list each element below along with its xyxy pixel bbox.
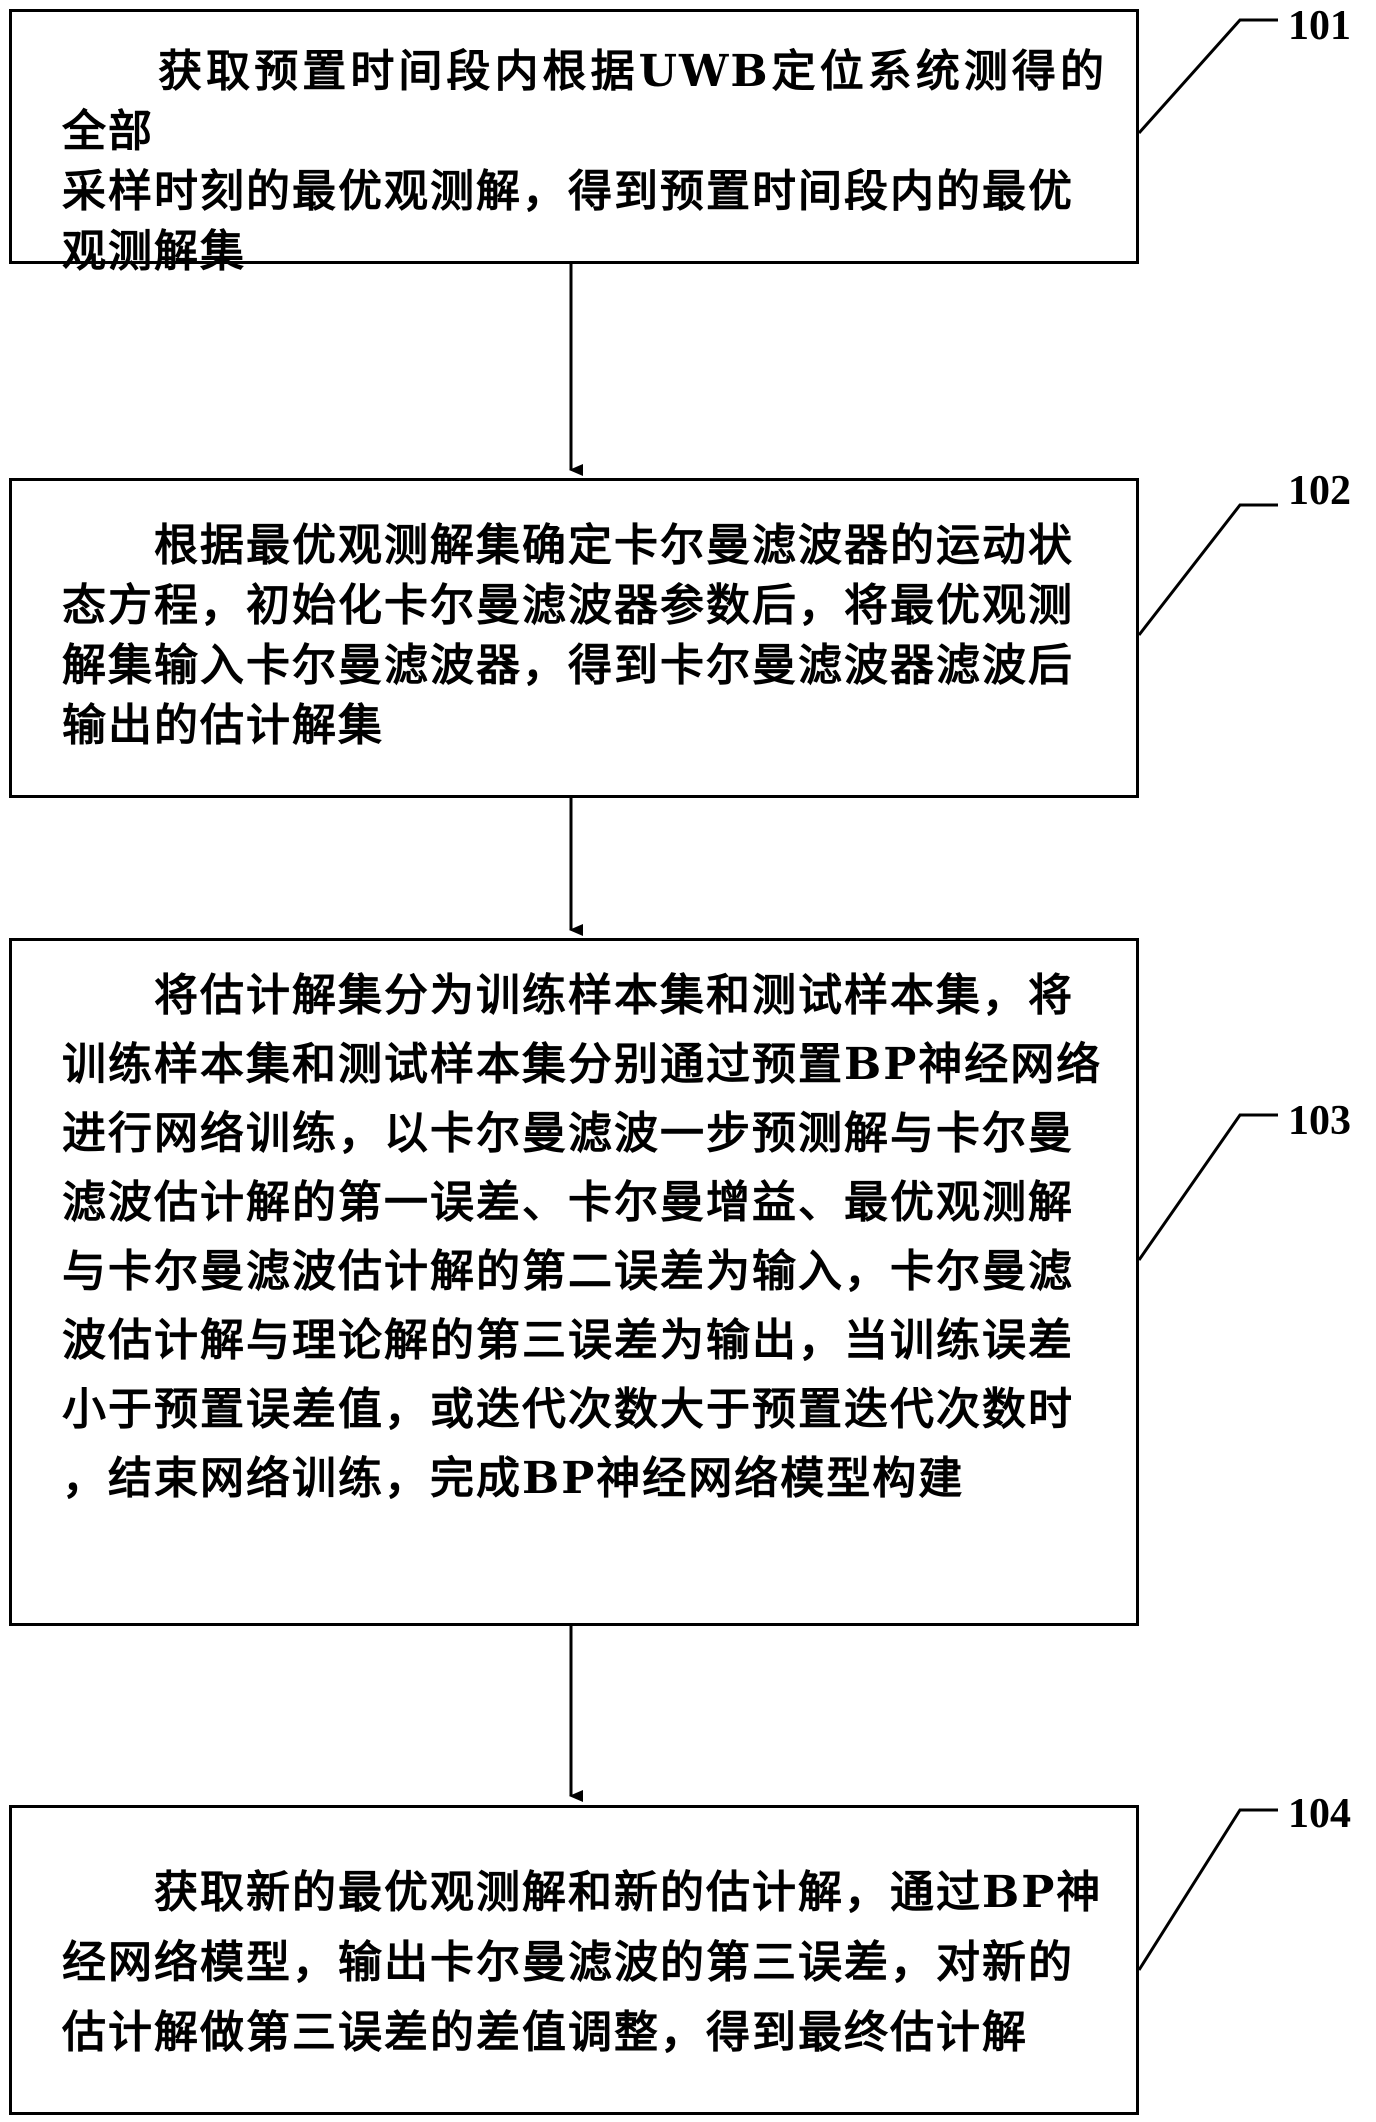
step-103-number: 103 — [1288, 1098, 1351, 1144]
step-101-number: 101 — [1288, 3, 1351, 49]
leader-line-101 — [1137, 18, 1278, 134]
step-102-number: 102 — [1288, 468, 1351, 514]
step-101-text: 获取预置时间段内根据UWB定位系统测得的全部 采样时刻的最优观测解，得到预置时间… — [62, 46, 1106, 277]
step-104-box: 获取新的最优观测解和新的估计解，通过BP神 经网络模型，输出卡尔曼滤波的第三误差… — [9, 1805, 1139, 2115]
step-104-number: 104 — [1288, 1791, 1351, 1837]
step-102-text: 根据最优观测解集确定卡尔曼滤波器的运动状 态方程，初始化卡尔曼滤波器参数后，将最… — [62, 520, 1074, 751]
leader-line-103 — [1137, 1113, 1278, 1261]
step-103-box: 将估计解集分为训练样本集和测试样本集，将 训练样本集和测试样本集分别通过预置BP… — [9, 938, 1139, 1626]
leader-line-102 — [1137, 503, 1278, 636]
step-102-box: 根据最优观测解集确定卡尔曼滤波器的运动状 态方程，初始化卡尔曼滤波器参数后，将最… — [9, 478, 1139, 798]
step-103-text: 将估计解集分为训练样本集和测试样本集，将 训练样本集和测试样本集分别通过预置BP… — [62, 970, 1103, 1504]
leader-line-104 — [1137, 1808, 1278, 1971]
step-101-box: 获取预置时间段内根据UWB定位系统测得的全部 采样时刻的最优观测解，得到预置时间… — [9, 9, 1139, 277]
step-104-text: 获取新的最优观测解和新的估计解，通过BP神 经网络模型，输出卡尔曼滤波的第三误差… — [62, 1867, 1103, 2058]
